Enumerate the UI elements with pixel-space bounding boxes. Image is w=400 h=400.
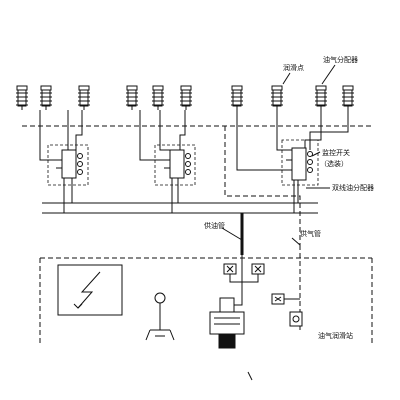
distributor-block-left <box>56 149 83 179</box>
distributor-feed-lines <box>71 178 299 203</box>
connection-line <box>179 110 186 150</box>
connection-line <box>67 110 72 151</box>
oil-air-mixing-valve <box>271 293 303 327</box>
valve-symbol <box>274 296 282 302</box>
electric-panel-icon <box>57 264 123 316</box>
air-line-dashed <box>224 126 301 245</box>
lubrication-point-icon <box>152 85 164 110</box>
label-monitor-switch: 监控开关 <box>322 148 350 157</box>
lubrication-point-icon <box>126 85 138 110</box>
distributor-port-icon <box>185 161 191 167</box>
label-air-supply-pipe: 供气管 <box>300 229 321 238</box>
connection-line <box>236 110 290 171</box>
regulator-icon <box>289 311 303 327</box>
distributor-outlets <box>56 159 62 169</box>
distributor-block-right <box>286 147 330 189</box>
distributor-block-middle <box>164 149 191 179</box>
distributor-group-left <box>47 144 89 186</box>
pump-unit <box>209 282 245 349</box>
pump-icon <box>219 297 235 313</box>
pointer-lubrication-point <box>282 72 291 85</box>
lubrication-point-icon <box>180 85 192 110</box>
group-dashed-frame <box>47 144 89 186</box>
distributor-outlets <box>286 159 292 171</box>
lightning-arrow-icon <box>73 303 83 309</box>
label-optional: （选装） <box>320 159 348 168</box>
distributor-block-icon <box>291 147 307 181</box>
connection-line <box>159 110 176 151</box>
pump-body-icon <box>209 311 245 335</box>
distributor-block-icon <box>169 149 185 179</box>
distributor-outlets <box>164 159 170 169</box>
lubrication-point-icon <box>231 85 243 110</box>
motor-icon <box>218 333 236 349</box>
lubrication-points-row <box>16 85 354 110</box>
lubrication-point-icon <box>16 85 28 110</box>
distributor-port-icon <box>307 151 313 157</box>
label-oil-air-station: 油气润滑站 <box>318 331 353 340</box>
group-dashed-frame <box>154 144 196 186</box>
valve-connection <box>229 274 259 283</box>
regulator-dial <box>292 315 300 323</box>
lubrication-point-icon <box>342 85 354 110</box>
station-frame-dashed <box>39 257 373 345</box>
connection-line <box>309 108 349 150</box>
lubrication-point-icon <box>315 85 327 110</box>
distributor-port-icon <box>307 159 313 165</box>
label-lubrication-point: 润滑点 <box>283 63 304 72</box>
bottom-marker <box>247 371 253 381</box>
label-oil-supply-pipe: 供油管 <box>204 221 225 230</box>
oil-pipe-pointer <box>221 227 243 241</box>
pointer-monitor-switch <box>311 151 321 157</box>
distributor-port-icon <box>77 153 83 159</box>
distributor-group-middle <box>154 144 196 186</box>
distributor-port-icon <box>307 167 313 173</box>
valve-pair <box>223 255 265 283</box>
pump-detail <box>214 317 240 325</box>
pointer-oil-air-distributor <box>321 64 336 85</box>
lubrication-point-icon <box>78 85 90 110</box>
lightning-bolt-icon <box>77 271 101 309</box>
distributor-port-icon <box>77 169 83 175</box>
connection-line <box>75 110 83 150</box>
connection-line <box>139 110 168 161</box>
electric-panel <box>57 264 123 316</box>
valve-symbol <box>226 265 234 273</box>
connection-line <box>276 110 292 151</box>
lubrication-point-icon <box>271 85 283 110</box>
distributor-block-icon <box>61 149 77 179</box>
distributor-port-icon <box>185 169 191 175</box>
connection-line <box>304 108 322 150</box>
pressure-gauge <box>145 292 175 341</box>
connection-line <box>39 110 60 161</box>
air-pipe-pointer <box>291 237 301 246</box>
pump-outlet <box>234 282 243 306</box>
distributor-port-icon <box>185 153 191 159</box>
lubrication-point-icon <box>40 85 52 110</box>
pressure-gauge-icon <box>154 292 166 304</box>
filter-symbol <box>145 329 175 341</box>
valve-symbol <box>254 265 262 273</box>
label-oil-air-distributor: 油气分配器 <box>323 55 358 64</box>
label-dual-line-distributor: 双线油分配器 <box>332 183 374 192</box>
distributor-port-icon <box>77 161 83 167</box>
